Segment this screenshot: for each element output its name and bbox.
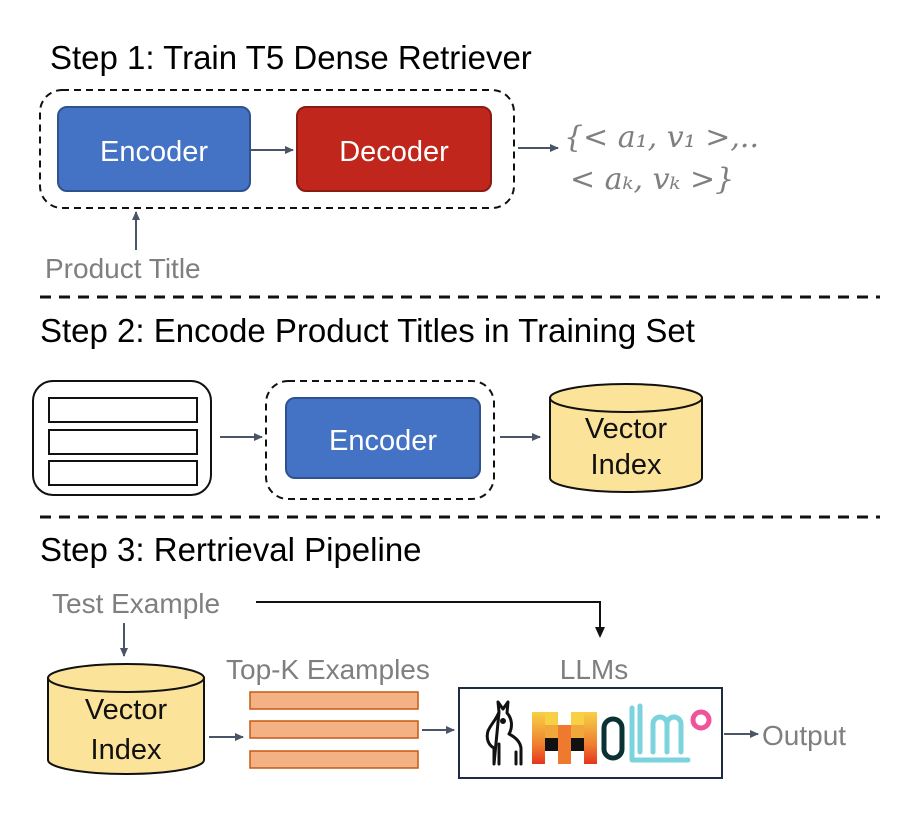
step3-title: Step 3: Rertrieval Pipeline xyxy=(40,531,422,568)
step2-encoder-boundary xyxy=(265,380,495,500)
step3-llms-label: LLMs xyxy=(560,654,628,685)
step2-encoder-box xyxy=(285,397,481,479)
step1-output-line2: < aₖ, vₖ >} xyxy=(570,162,734,197)
step1-input-label: Product Title xyxy=(45,253,201,284)
step3-index-line1: Vector xyxy=(85,694,168,726)
step1-decoder-label: Decoder xyxy=(339,136,449,168)
training-title-row xyxy=(48,460,198,486)
test-to-llms-arrow xyxy=(256,601,605,638)
topk-example-bar xyxy=(249,691,419,710)
step2-title: Step 2: Encode Product Titles in Trainin… xyxy=(40,312,695,349)
step1-encoder-label: Encoder xyxy=(100,136,208,168)
step1-output-line1: {< a₁, v₁ >,.. xyxy=(564,120,759,155)
step2-index-line1: Vector xyxy=(585,413,668,445)
step2-encoder-label: Encoder xyxy=(329,425,437,457)
training-title-row xyxy=(48,429,198,455)
step3-vector-index-cylinder xyxy=(47,663,205,775)
step3-test-label: Test Example xyxy=(52,588,220,619)
step1-decoder-box xyxy=(296,106,492,192)
step1-encoder-box xyxy=(57,106,251,192)
step2-vector-index-cylinder xyxy=(549,383,703,493)
training-title-row xyxy=(48,397,198,423)
topk-example-bar xyxy=(249,720,419,739)
step2-index-line2: Index xyxy=(591,449,662,481)
mistral-icon xyxy=(532,712,597,764)
step3-index-line2: Index xyxy=(91,734,162,766)
llama-icon xyxy=(485,700,523,766)
step3-output-label: Output xyxy=(762,720,846,751)
step1-title: Step 1: Train T5 Dense Retriever xyxy=(50,39,532,76)
step3-topk-label: Top-K Examples xyxy=(226,654,430,685)
topk-example-bar xyxy=(249,750,419,769)
olmo-icon xyxy=(601,703,712,763)
step1-model-boundary xyxy=(39,89,515,209)
